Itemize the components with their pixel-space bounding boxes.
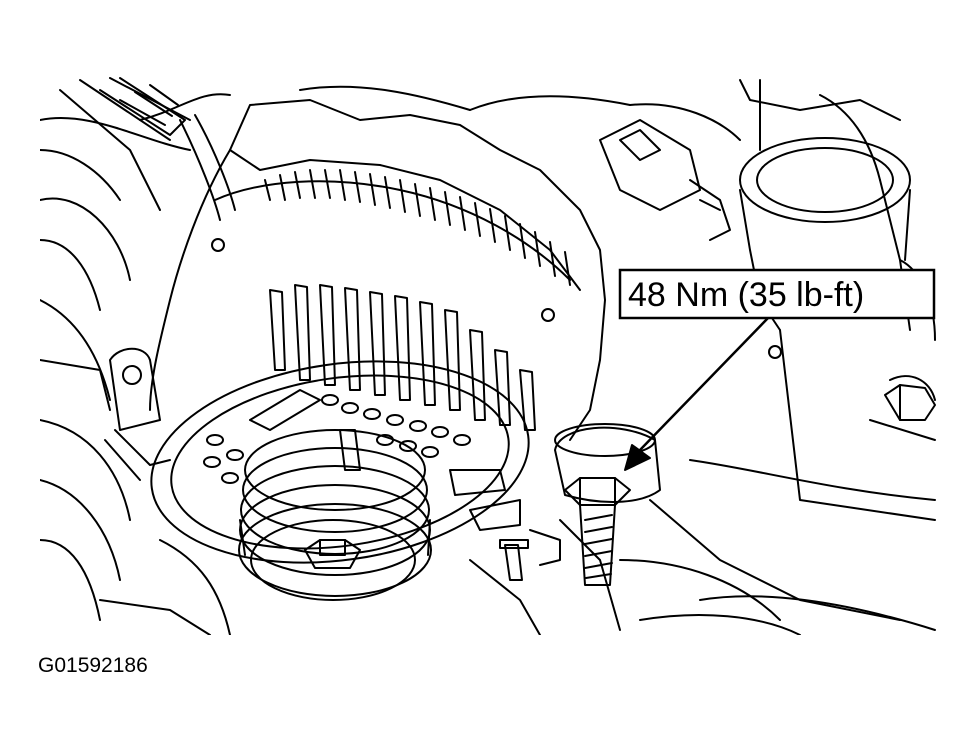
rotor-fan-plate: [150, 360, 530, 564]
housing-bolt-holes: [211, 238, 782, 359]
terminal-stud: [499, 529, 561, 581]
alternator-housing: [149, 99, 606, 441]
mounting-bracket-left: [104, 347, 171, 481]
callout-arrow: [624, 316, 770, 471]
electrical-connector: [599, 119, 731, 241]
figure-id: G01592186: [38, 654, 148, 677]
cooling-fins: [269, 284, 536, 431]
torque-callout: 48 Nm (35 lb-ft): [618, 268, 936, 320]
mounting-boss: [554, 423, 661, 503]
torque-callout-text: 48 Nm (35 lb-ft): [628, 276, 864, 314]
hex-bolt-right: [884, 384, 936, 421]
engine-background: [40, 77, 936, 635]
drive-pulley: [238, 429, 432, 601]
mounting-bolt: [564, 477, 631, 586]
